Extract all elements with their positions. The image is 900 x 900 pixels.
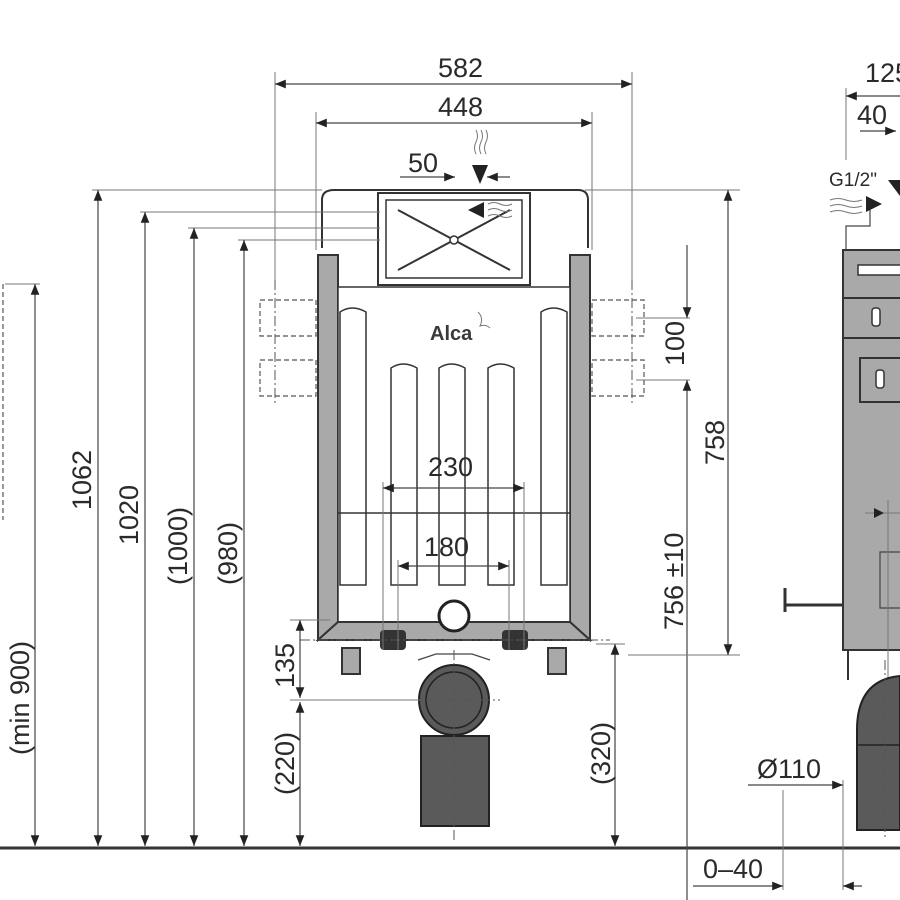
side-dimensions: 100 758 756 ±10 0–40 Ø110 125 40 G1/2" — [585, 58, 900, 900]
dim-mount-180: 180 — [424, 532, 469, 562]
right-rail — [569, 254, 591, 643]
bird-logo-icon — [477, 311, 491, 329]
front-view: Alca — [259, 189, 645, 840]
dim-height-total: 1062 — [67, 450, 97, 510]
water-inlet-top-arrow-icon — [472, 165, 488, 184]
dim-width-outer: 582 — [438, 53, 483, 83]
water-inlet-arrow-icon — [468, 202, 484, 218]
dim-drain-diameter: Ø110 — [757, 754, 821, 784]
dim-inlet-offset: 50 — [408, 148, 438, 178]
dim-min-height: (min 900) — [5, 641, 35, 755]
dim-drain-220: (220) — [270, 732, 300, 795]
dim-height-1020: 1020 — [114, 485, 144, 545]
flush-pipe — [437, 599, 471, 633]
front-dimensions: 582 448 50 (min 900) 1062 1020 (1000) (9… — [2, 53, 633, 846]
dim-width-inner: 448 — [438, 92, 483, 122]
side-inlet-arrow-icon — [866, 196, 882, 212]
left-rail — [317, 254, 339, 643]
dim-wall-gap: 0–40 — [703, 854, 763, 884]
dim-mount-230: 230 — [428, 452, 473, 482]
dim-inlet-40: 40 — [857, 100, 887, 130]
dim-bracket-100: 100 — [660, 321, 690, 366]
dim-height-980: (980) — [213, 522, 243, 585]
side-view — [783, 210, 900, 840]
drain-pipe — [420, 735, 490, 827]
dim-height-758: 758 — [700, 420, 730, 465]
thread-label: G1/2" — [829, 170, 877, 191]
dim-height-756: 756 ±10 — [659, 533, 689, 630]
dim-height-1000: (1000) — [163, 507, 193, 585]
side-top-arrow-icon — [888, 180, 900, 196]
dim-depth-125: 125 — [865, 58, 900, 88]
brand-logo: Alca — [430, 323, 473, 345]
side-drain — [856, 674, 900, 831]
dim-foot-320: (320) — [586, 722, 616, 785]
dim-drain-135: 135 — [270, 643, 300, 688]
